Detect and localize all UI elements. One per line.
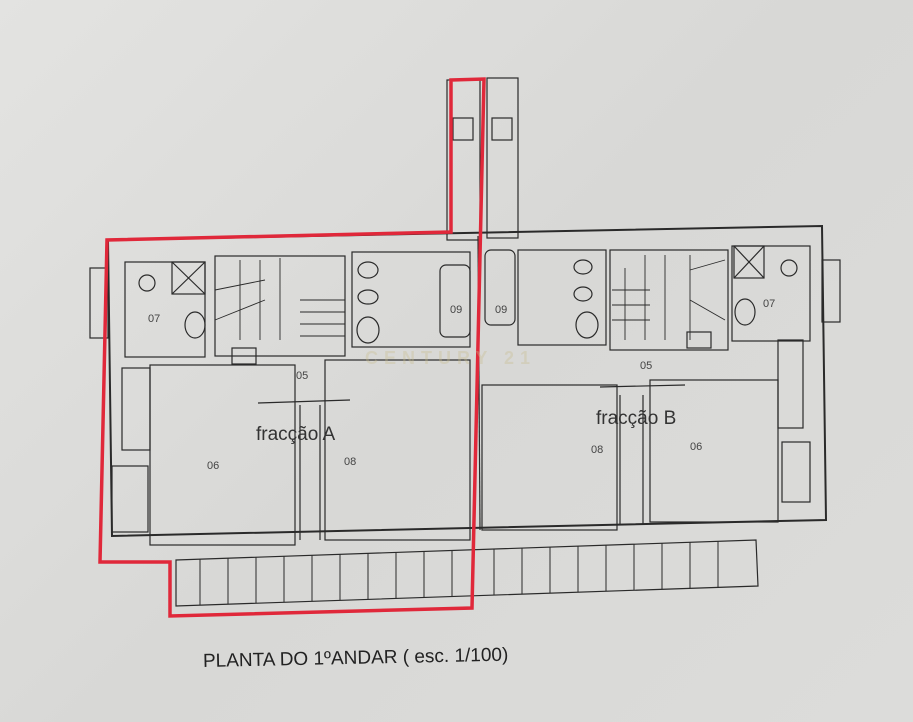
room-label-a-07: 07	[148, 313, 161, 325]
room-label-a-06: 06	[207, 460, 220, 472]
room-label-a-05: 05	[296, 370, 309, 382]
room-label-b-08: 08	[591, 444, 604, 456]
room-label-a-08: 08	[344, 456, 357, 468]
room-label-a-09: 09	[450, 304, 463, 316]
unit-label-a: fracção A	[256, 424, 336, 445]
watermark: CENTURY 21	[365, 348, 537, 368]
room-label-b-07: 07	[763, 298, 776, 310]
room-label-b-09: 09	[495, 304, 508, 316]
room-label-b-06: 06	[690, 441, 703, 453]
unit-label-b: fracção B	[596, 408, 677, 429]
room-label-b-05: 05	[640, 360, 653, 372]
